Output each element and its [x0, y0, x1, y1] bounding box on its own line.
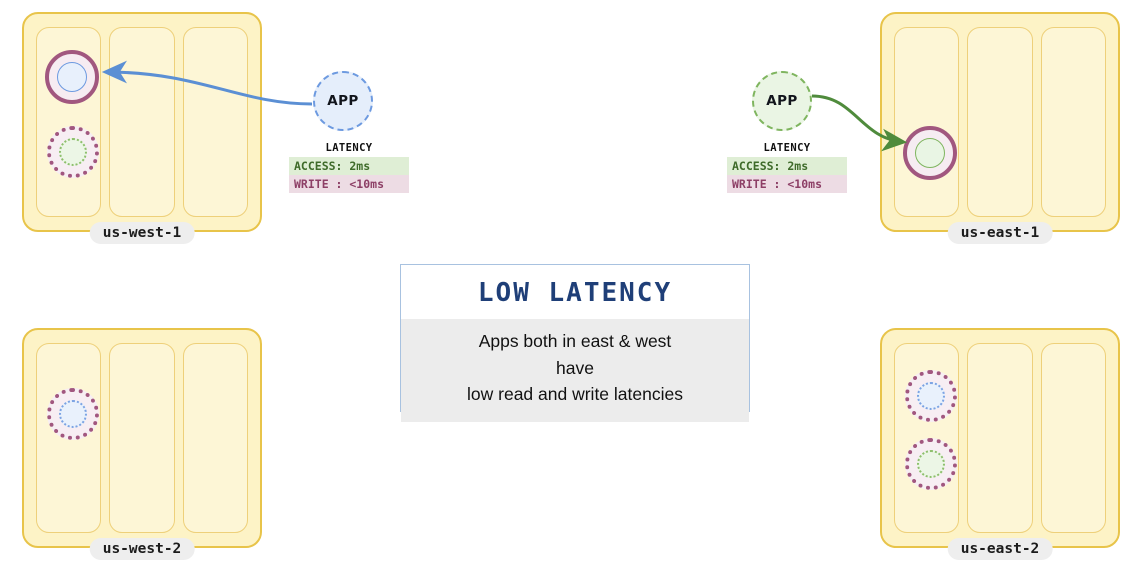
availability-zone	[894, 343, 960, 533]
latency-write-row: WRITE : <10ms	[289, 175, 409, 193]
availability-zone	[109, 27, 175, 217]
secondary-replica-node[interactable]	[47, 126, 99, 178]
availability-zone	[967, 343, 1033, 533]
callout-body: Apps both in east & west have low read a…	[401, 319, 749, 422]
callout-line-3: low read and write latencies	[467, 384, 683, 405]
latency-write-row: WRITE : <10ms	[727, 175, 847, 193]
latency-panel-east: LATENCY ACCESS: 2ms WRITE : <10ms	[727, 142, 847, 193]
region-label-us-west-2: us-west-2	[89, 538, 195, 560]
availability-zone	[1040, 27, 1106, 217]
availability-zone	[1040, 343, 1106, 533]
region-us-east-1[interactable]: us-east-1	[880, 12, 1120, 244]
primary-core-icon	[57, 62, 87, 92]
secondary-core-icon	[917, 382, 945, 410]
secondary-replica-node[interactable]	[905, 438, 957, 490]
low-latency-callout: LOW LATENCY Apps both in east & west hav…	[400, 264, 750, 422]
secondary-replica-node[interactable]	[47, 388, 99, 440]
availability-zone	[894, 27, 960, 217]
region-label-us-east-2: us-east-2	[947, 538, 1053, 560]
primary-replica-node[interactable]	[903, 126, 957, 180]
secondary-core-icon	[59, 400, 87, 428]
availability-zone	[109, 343, 175, 533]
region-label-us-east-1: us-east-1	[947, 222, 1053, 244]
callout-title: LOW LATENCY	[401, 265, 749, 319]
availability-zone	[967, 27, 1033, 217]
region-us-west-2[interactable]: us-west-2	[22, 328, 262, 560]
primary-core-icon	[915, 138, 945, 168]
latency-access-row: ACCESS: 2ms	[727, 157, 847, 175]
app-node-west-label: APP	[327, 93, 359, 109]
availability-zone	[182, 343, 248, 533]
latency-title: LATENCY	[325, 142, 373, 154]
secondary-replica-node[interactable]	[905, 370, 957, 422]
region-us-west-1[interactable]: us-west-1	[22, 12, 262, 244]
region-us-east-2[interactable]: us-east-2	[880, 328, 1120, 560]
app-node-east[interactable]: APP	[752, 71, 812, 131]
secondary-core-icon	[59, 138, 87, 166]
primary-replica-node[interactable]	[45, 50, 99, 104]
latency-access-row: ACCESS: 2ms	[289, 157, 409, 175]
availability-zone	[36, 27, 102, 217]
secondary-core-icon	[917, 450, 945, 478]
latency-title: LATENCY	[763, 142, 811, 154]
availability-zone	[36, 343, 102, 533]
availability-zone	[182, 27, 248, 217]
callout-line-1: Apps both in east & west	[478, 331, 672, 351]
callout-line-2: have	[556, 357, 594, 378]
region-label-us-west-1: us-west-1	[89, 222, 195, 244]
latency-panel-west: LATENCY ACCESS: 2ms WRITE : <10ms	[289, 142, 409, 193]
app-node-east-label: APP	[766, 93, 798, 109]
app-node-west[interactable]: APP	[313, 71, 373, 131]
